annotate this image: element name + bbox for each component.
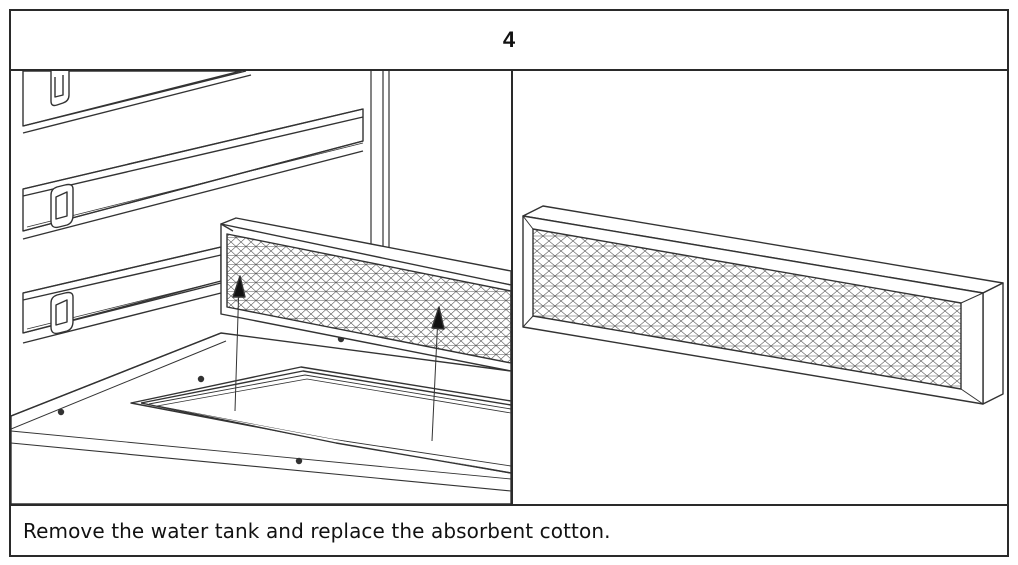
lift-arrow-right: [431, 306, 445, 442]
panel-divider: [511, 71, 513, 504]
rack-rail-middle: [22, 108, 364, 240]
absorbent-cotton-block: [220, 217, 511, 372]
rack-rail-bottom: [22, 246, 222, 344]
step-caption: Remove the water tank and replace the ab…: [11, 504, 1007, 555]
absorbent-cotton-filter-icon: [522, 205, 1004, 405]
oven-interior-with-water-tank-icon: [11, 71, 511, 504]
left-illustration-panel: [11, 71, 511, 504]
instruction-step-frame: 4: [9, 9, 1009, 557]
lift-arrow-left: [232, 275, 246, 412]
right-illustration-panel: [513, 71, 1007, 504]
rack-rail-top: [22, 71, 252, 134]
step-number: 4: [502, 27, 516, 52]
caption-text: Remove the water tank and replace the ab…: [23, 518, 611, 543]
step-header: 4: [11, 11, 1007, 71]
water-tank-recess: [130, 366, 511, 474]
